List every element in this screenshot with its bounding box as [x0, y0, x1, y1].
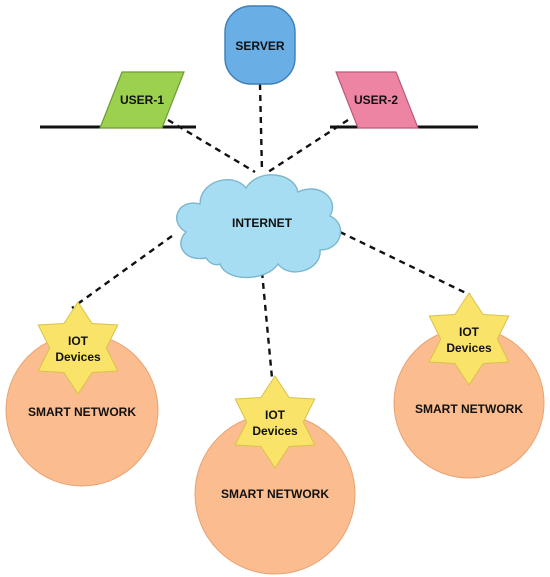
network-label: SMART NETWORK — [221, 487, 329, 501]
network-label: SMART NETWORK — [28, 405, 136, 419]
server-label: SERVER — [235, 39, 284, 53]
user2-label: USER-2 — [354, 93, 398, 107]
user1-shape — [99, 71, 185, 129]
user1-label: USER-1 — [120, 93, 164, 107]
iot-line1: IOT — [265, 408, 286, 422]
link-user2-internet — [267, 118, 349, 174]
user1-node[interactable]: USER-1 — [99, 71, 185, 129]
iot-line2: Devices — [55, 350, 101, 364]
link-internet-network-3 — [339, 230, 471, 297]
smart-network-3[interactable]: IOT Devices SMART NETWORK — [393, 292, 545, 479]
iot-line2: Devices — [446, 341, 492, 355]
user2-node[interactable]: USER-2 — [335, 71, 419, 129]
internet-node[interactable]: INTERNET — [176, 174, 342, 279]
cloud-icon — [176, 174, 342, 279]
server-shape — [224, 5, 296, 85]
iot-star-icon — [428, 292, 510, 386]
smart-network-2[interactable]: IOT Devices SMART NETWORK — [194, 375, 356, 575]
iot-line2: Devices — [252, 424, 298, 438]
link-internet-network-2 — [260, 271, 274, 379]
link-server-internet — [258, 83, 264, 173]
iot-star-icon — [234, 375, 316, 469]
iot-line1: IOT — [68, 334, 89, 348]
server-node[interactable]: SERVER — [224, 5, 296, 85]
smart-network-1[interactable]: IOT Devices SMART NETWORK — [5, 301, 159, 487]
connections — [71, 83, 471, 379]
link-internet-network-1 — [71, 235, 173, 309]
link-user1-internet — [167, 118, 256, 174]
user2-shape — [335, 71, 419, 129]
internet-label: INTERNET — [232, 216, 293, 230]
iot-line1: IOT — [459, 325, 480, 339]
iot-star-icon — [37, 301, 119, 395]
network-label: SMART NETWORK — [415, 402, 523, 416]
